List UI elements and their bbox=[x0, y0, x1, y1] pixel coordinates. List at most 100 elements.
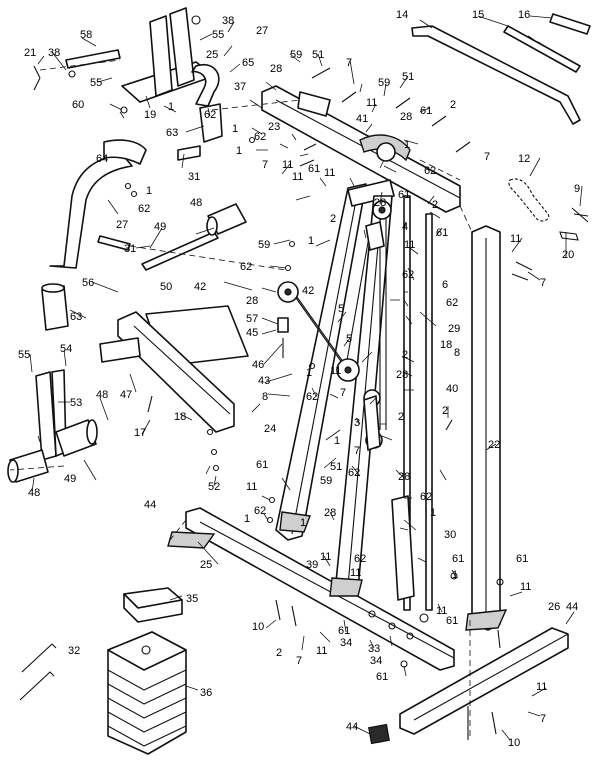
callout-1: 1 bbox=[452, 569, 458, 581]
part-upright-22 bbox=[465, 225, 508, 631]
callout-61: 61 bbox=[516, 553, 528, 565]
callout-49: 49 bbox=[154, 221, 166, 233]
callout-8: 8 bbox=[262, 391, 268, 403]
callout-28: 28 bbox=[324, 507, 336, 519]
callout-59: 59 bbox=[290, 49, 302, 61]
callout-20: 20 bbox=[562, 249, 574, 261]
callout-62: 62 bbox=[424, 165, 436, 177]
part-pin-45 bbox=[277, 317, 289, 358]
callout-48: 48 bbox=[96, 389, 108, 401]
callout-11: 11 bbox=[366, 97, 377, 109]
part-pin-21 bbox=[33, 65, 41, 91]
callout-45: 45 bbox=[246, 327, 258, 339]
callout-53: 53 bbox=[70, 397, 82, 409]
callout-11: 11 bbox=[510, 233, 521, 245]
callout-62: 62 bbox=[446, 297, 458, 309]
callout-2: 2 bbox=[442, 405, 448, 417]
callout-56: 56 bbox=[82, 277, 94, 289]
callout-54: 54 bbox=[60, 343, 72, 355]
callout-18: 18 bbox=[174, 411, 186, 423]
callout-61: 61 bbox=[338, 625, 350, 637]
part-cable-clip-20 bbox=[559, 231, 579, 241]
callout-38: 38 bbox=[222, 15, 234, 27]
callout-11: 11 bbox=[520, 581, 531, 593]
callout-28: 28 bbox=[246, 295, 258, 307]
callout-1: 1 bbox=[146, 185, 152, 197]
callout-1: 1 bbox=[306, 367, 312, 379]
part-cable-clip-9 bbox=[571, 207, 589, 223]
callout-7: 7 bbox=[540, 713, 546, 725]
callout-9: 9 bbox=[574, 183, 580, 195]
callout-38: 38 bbox=[48, 47, 60, 59]
callout-36: 36 bbox=[200, 687, 212, 699]
callout-5: 5 bbox=[338, 303, 344, 315]
part-rod-49 bbox=[141, 231, 219, 271]
callout-34: 34 bbox=[340, 637, 352, 649]
part-weight-stack-36 bbox=[107, 631, 187, 755]
callout-12: 12 bbox=[518, 153, 530, 165]
callout-15: 15 bbox=[472, 9, 484, 21]
callout-2: 2 bbox=[432, 199, 438, 211]
callout-48: 48 bbox=[190, 197, 202, 209]
part-guide-rods bbox=[391, 195, 433, 611]
callout-42: 42 bbox=[302, 285, 314, 297]
callout-62: 62 bbox=[402, 269, 414, 281]
leader-lines bbox=[29, 15, 583, 741]
callout-44: 44 bbox=[346, 721, 358, 733]
callout-59: 59 bbox=[258, 239, 270, 251]
callout-43: 43 bbox=[258, 375, 270, 387]
callout-28: 28 bbox=[374, 197, 386, 209]
callout-2: 2 bbox=[402, 349, 408, 361]
callout-27: 27 bbox=[116, 219, 128, 231]
callout-27: 27 bbox=[256, 25, 268, 37]
part-lat-bar bbox=[411, 13, 591, 125]
part-roller-63-left bbox=[41, 283, 69, 331]
callout-62: 62 bbox=[354, 553, 366, 565]
callout-62: 62 bbox=[204, 109, 216, 121]
callout-40: 40 bbox=[446, 383, 458, 395]
callout-51: 51 bbox=[330, 461, 342, 473]
callout-59: 59 bbox=[320, 475, 332, 487]
callout-61: 61 bbox=[446, 615, 458, 627]
callout-28: 28 bbox=[270, 63, 282, 75]
callout-24: 24 bbox=[264, 423, 276, 435]
callout-39: 39 bbox=[306, 559, 318, 571]
callout-4: 4 bbox=[402, 221, 408, 233]
part-fasteners bbox=[68, 15, 533, 740]
callout-44: 44 bbox=[144, 499, 156, 511]
callout-14: 14 bbox=[396, 9, 408, 21]
callout-28: 28 bbox=[398, 471, 410, 483]
callout-17: 17 bbox=[134, 427, 146, 439]
callout-7: 7 bbox=[340, 387, 346, 399]
callout-61: 61 bbox=[398, 189, 410, 201]
callout-31: 31 bbox=[124, 243, 136, 255]
callout-49: 49 bbox=[64, 473, 76, 485]
callout-7: 7 bbox=[484, 151, 490, 163]
callout-1: 1 bbox=[300, 517, 306, 529]
callout-31: 31 bbox=[188, 171, 200, 183]
part-press-arm bbox=[65, 7, 220, 107]
callout-11: 11 bbox=[404, 239, 415, 251]
part-base-tube-25 bbox=[167, 507, 455, 671]
callout-33: 33 bbox=[368, 643, 380, 655]
callout-3: 3 bbox=[354, 417, 360, 429]
callout-62: 62 bbox=[138, 203, 150, 215]
callout-61: 61 bbox=[436, 227, 448, 239]
callout-65: 65 bbox=[242, 57, 254, 69]
callout-62: 62 bbox=[254, 505, 266, 517]
callout-61: 61 bbox=[376, 671, 388, 683]
callout-61: 61 bbox=[256, 459, 268, 471]
callout-44: 44 bbox=[566, 601, 578, 613]
callout-59: 59 bbox=[378, 77, 390, 89]
callout-16: 16 bbox=[518, 9, 530, 21]
part-pad-48-top bbox=[206, 203, 247, 236]
callout-63: 63 bbox=[70, 311, 82, 323]
callout-62: 62 bbox=[240, 261, 252, 273]
callout-47: 47 bbox=[120, 389, 132, 401]
callout-11: 11 bbox=[330, 365, 341, 377]
assembly-guide-lines bbox=[9, 59, 473, 740]
callout-37: 37 bbox=[234, 81, 246, 93]
callout-42: 42 bbox=[194, 281, 206, 293]
callout-11: 11 bbox=[282, 159, 293, 171]
callout-2: 2 bbox=[330, 213, 336, 225]
